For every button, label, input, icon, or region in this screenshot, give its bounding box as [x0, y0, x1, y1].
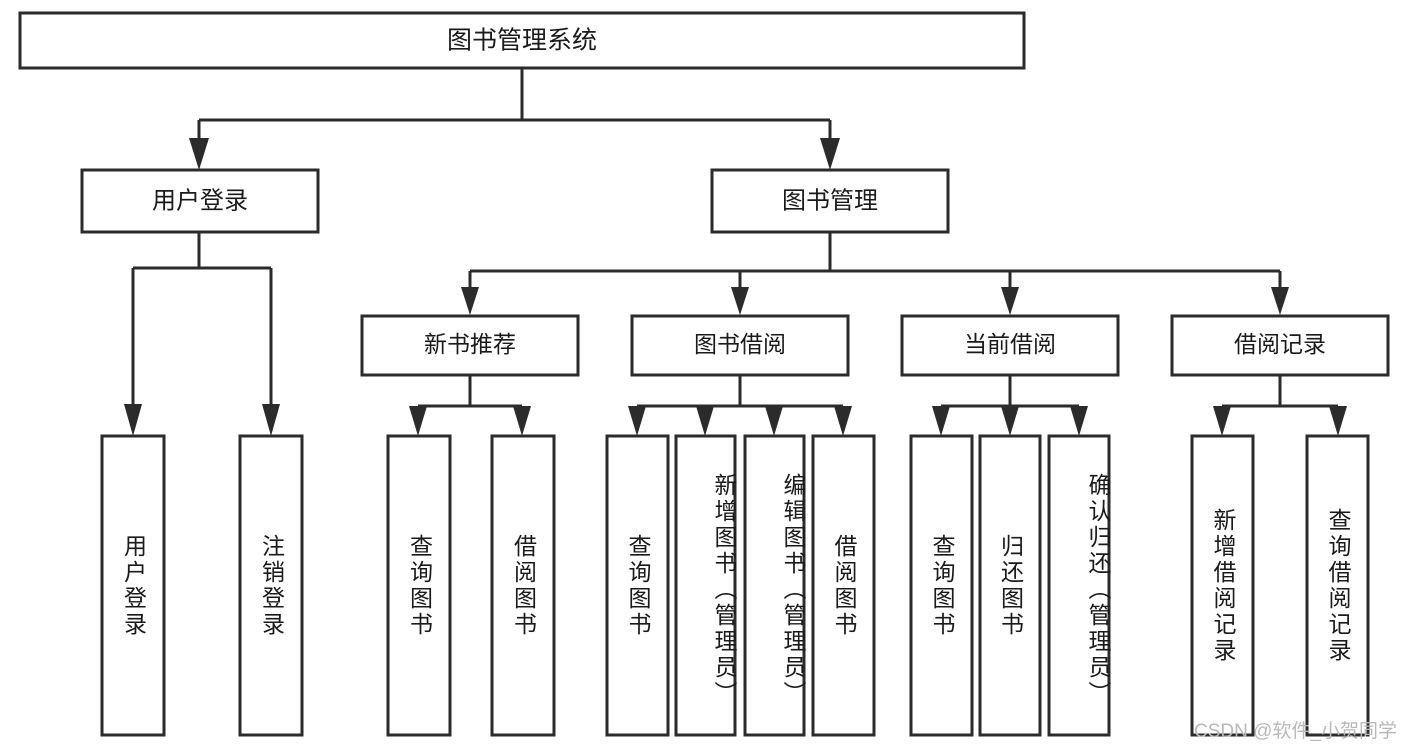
- connector-group-current-borrow: [932, 375, 1088, 436]
- node-book-management-box[interactable]: [710, 168, 950, 234]
- node-book-borrow-box[interactable]: [630, 314, 850, 377]
- leaf-confirm-return-box[interactable]: [1047, 434, 1111, 737]
- leaf-query-book-2-box[interactable]: [605, 434, 670, 737]
- arrowhead-leaf-query-book-3: [932, 406, 950, 436]
- leaf-borrow-book-2-box[interactable]: [811, 434, 876, 737]
- node-root[interactable]: 图书管理系统: [18, 11, 1026, 70]
- leaf-user-login-box[interactable]: [100, 434, 166, 737]
- leaf-query-record-box[interactable]: [1305, 434, 1370, 737]
- leaf-return-book-box[interactable]: [978, 434, 1042, 737]
- arrowhead-book-borrow: [731, 287, 749, 315]
- arrowhead-leaf-query-record: [1329, 406, 1347, 436]
- node-current-borrow-label: 当前借阅: [964, 331, 1056, 357]
- connector-group-root: [189, 68, 840, 170]
- connector-group-user-login: [124, 232, 280, 436]
- arrowhead-leaf-borrow-book-2: [834, 406, 852, 436]
- arrowhead-leaf-query-book-2: [628, 406, 646, 436]
- leaf-borrow-book-1-box[interactable]: [490, 434, 556, 737]
- connector-group-new-book-recommend: [409, 375, 531, 436]
- node-borrow-record-box[interactable]: [1170, 314, 1390, 377]
- node-new-book-recommend[interactable]: 新书推荐: [360, 314, 580, 377]
- connector-group-book-management: [461, 232, 1289, 315]
- arrowhead-new-book-recommend: [461, 287, 479, 315]
- arrowhead-leaf-return-book: [1001, 406, 1019, 436]
- arrowhead-leaf-add-book: [696, 406, 714, 436]
- node-user-login-box[interactable]: [80, 168, 320, 234]
- node-book-borrow[interactable]: 图书借阅: [630, 314, 850, 377]
- leaf-query-book-3-box[interactable]: [909, 434, 974, 737]
- node-user-login-label: 用户登录: [152, 187, 248, 214]
- arrowhead-current-borrow: [1001, 287, 1019, 315]
- node-new-book-recommend-box[interactable]: [360, 314, 580, 377]
- node-new-book-recommend-label: 新书推荐: [424, 331, 516, 357]
- node-root-box[interactable]: [18, 11, 1026, 70]
- leaf-add-record-box[interactable]: [1190, 434, 1255, 737]
- arrowhead-leaf-add-record: [1213, 406, 1231, 436]
- arrowhead-borrow-record: [1271, 287, 1289, 315]
- csdn-watermark: CSDN @软件_小贺同学: [1194, 721, 1397, 742]
- leaf-boxes: [100, 434, 1370, 737]
- node-current-borrow[interactable]: 当前借阅: [900, 314, 1120, 377]
- node-borrow-record-label: 借阅记录: [1234, 331, 1326, 357]
- arrowhead-leaf-edit-book: [765, 406, 783, 436]
- arrowhead-leaf-confirm-return: [1070, 406, 1088, 436]
- connector-group-borrow-record: [1213, 375, 1347, 436]
- leaf-logout-box[interactable]: [238, 434, 304, 737]
- arrowhead-leaf-user-login: [124, 404, 142, 436]
- node-book-management-label: 图书管理: [782, 187, 878, 214]
- node-book-management[interactable]: 图书管理: [710, 168, 950, 234]
- arrowhead-leaf-borrow-book-1: [513, 406, 531, 436]
- connector-group-book-borrow: [628, 375, 852, 436]
- arrowhead-book-management: [820, 138, 840, 170]
- node-root-label: 图书管理系统: [447, 27, 597, 55]
- leaf-edit-book-box[interactable]: [743, 434, 806, 737]
- arrowhead-leaf-logout: [262, 404, 280, 436]
- node-current-borrow-box[interactable]: [900, 314, 1120, 377]
- node-borrow-record[interactable]: 借阅记录: [1170, 314, 1390, 377]
- leaf-query-book-1-box[interactable]: [386, 434, 452, 737]
- node-book-borrow-label: 图书借阅: [694, 331, 786, 357]
- leaf-add-book-box[interactable]: [674, 434, 737, 737]
- arrowhead-user-login: [189, 138, 209, 170]
- node-user-login[interactable]: 用户登录: [80, 168, 320, 234]
- arrowhead-leaf-query-book-1: [409, 406, 427, 436]
